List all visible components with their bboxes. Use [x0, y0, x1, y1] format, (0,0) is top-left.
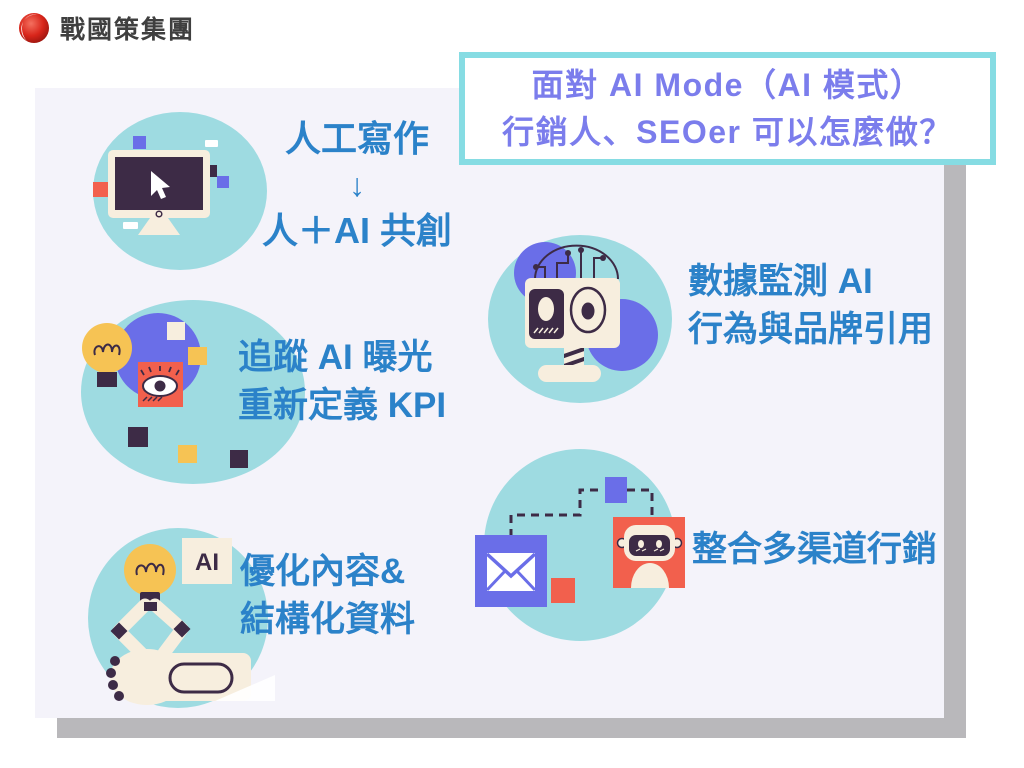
computer-cursor-icon: [93, 112, 267, 270]
item-text-track-ai-exposure: 追蹤 AI 曝光 重新定義 KPI: [238, 334, 446, 430]
robot-hand-bulb-icon: AI: [88, 528, 275, 708]
ai-tag-label: AI: [195, 549, 219, 576]
item-text-data-monitoring: 數據監測 AI 行為與品牌引用: [688, 258, 933, 354]
caption-line: 結構化資料: [240, 600, 416, 639]
caption-line: 人工寫作: [284, 118, 429, 159]
title-line-1: 面對 AI Mode（AI 模式）: [531, 66, 924, 103]
item-text-human-ai-writing: 人工寫作 ↓ 人＋AI 共創: [232, 116, 482, 254]
logo-text: 戰國策集團: [60, 17, 196, 44]
down-arrow-icon: ↓: [349, 167, 365, 203]
logo-sphere-icon: [19, 13, 49, 43]
caption-line: 重新定義 KPI: [238, 386, 447, 425]
caption-line: 數據監測 AI: [688, 262, 873, 301]
item-text-multichannel-marketing: 整合多渠道行銷: [692, 526, 937, 574]
mail-robot-icon: [475, 449, 685, 641]
item-text-optimize-content: 優化內容& 結構化資料: [240, 548, 415, 644]
caption-line: 追蹤 AI 曝光: [238, 338, 433, 377]
lightbulb-eye-icon: [81, 300, 305, 484]
caption-line: 優化內容&: [240, 552, 406, 591]
caption-line: 整合多渠道行銷: [692, 530, 938, 569]
robot-head-icon: [488, 235, 672, 403]
caption-line: 行為與品牌引用: [688, 310, 934, 349]
company-logo: 戰國策集團: [16, 10, 195, 46]
title-line-2: 行銷人、SEOer 可以怎麼做？: [502, 113, 953, 150]
caption-line: 人＋AI 共創: [261, 210, 452, 251]
title-box: 面對 AI Mode（AI 模式） 行銷人、SEOer 可以怎麼做？: [459, 52, 996, 165]
